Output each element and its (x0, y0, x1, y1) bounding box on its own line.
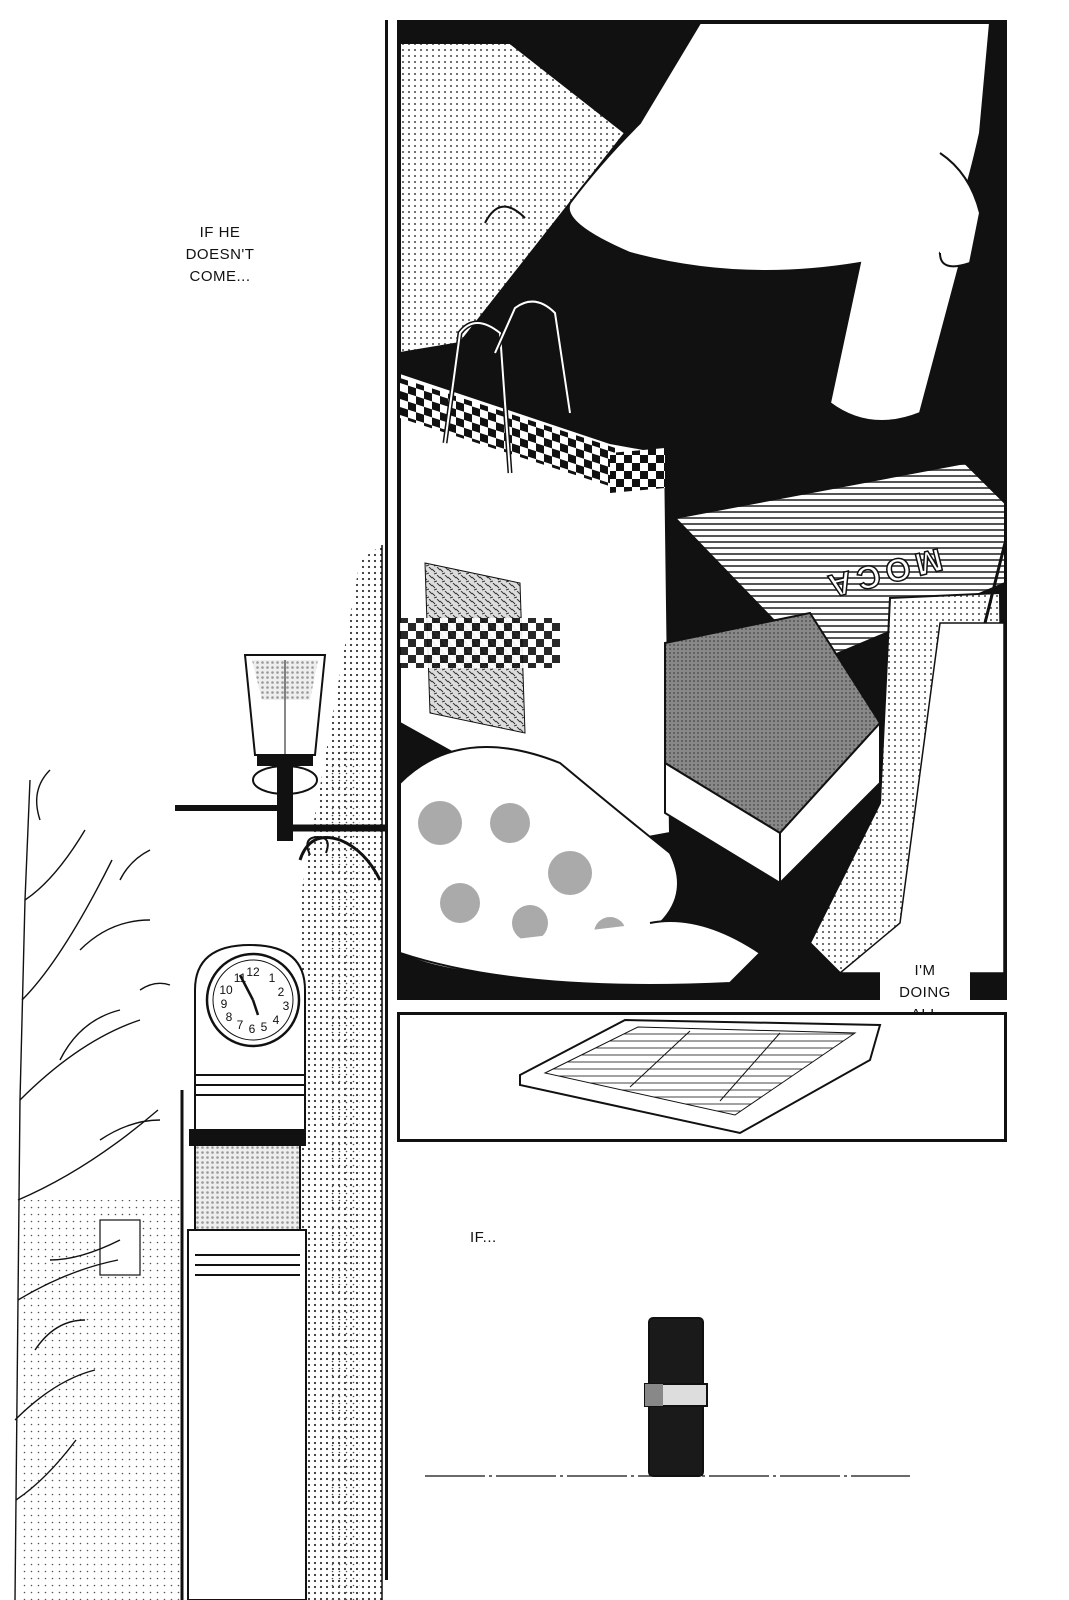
shopping-bag-checkered (400, 371, 672, 845)
caption-if: IF... (470, 1229, 497, 1246)
left-scene: 12 1 2 3 4 5 6 7 8 9 10 11 (0, 0, 392, 1600)
svg-text:1: 1 (269, 971, 276, 985)
svg-text:3: 3 (283, 999, 290, 1013)
svg-text:7: 7 (237, 1018, 244, 1032)
caption-if-he-doesnt-come: IF HE DOESN'T COME... (185, 224, 255, 285)
svg-text:10: 10 (219, 983, 233, 997)
street-scene-illustration: 12 1 2 3 4 5 6 7 8 9 10 11 (14, 545, 385, 1600)
shopping-bags-illustration: MOCA (400, 23, 1004, 986)
clock-tower (180, 943, 307, 1600)
svg-text:4: 4 (273, 1013, 280, 1027)
notebook-illustration (519, 1018, 882, 1135)
svg-text:12: 12 (246, 965, 260, 979)
bollard-scene (420, 1300, 920, 1500)
svg-text:6: 6 (249, 1022, 256, 1036)
svg-text:8: 8 (226, 1010, 233, 1024)
bare-tree (14, 769, 171, 1600)
gutter-line (385, 20, 388, 1580)
street-lamp (175, 654, 385, 881)
svg-text:11: 11 (234, 971, 247, 985)
svg-text:2: 2 (278, 985, 285, 999)
svg-text:5: 5 (261, 1020, 268, 1034)
kneeling-figure (567, 23, 992, 422)
bollard-illustration (425, 1317, 910, 1477)
panel-shopping-bags: MOCA (397, 20, 1007, 1000)
clock-face-numerals: 12 1 2 3 4 5 6 7 8 9 10 11 (219, 965, 289, 1036)
svg-text:9: 9 (221, 997, 228, 1011)
panel-notebook (397, 1012, 1007, 1142)
